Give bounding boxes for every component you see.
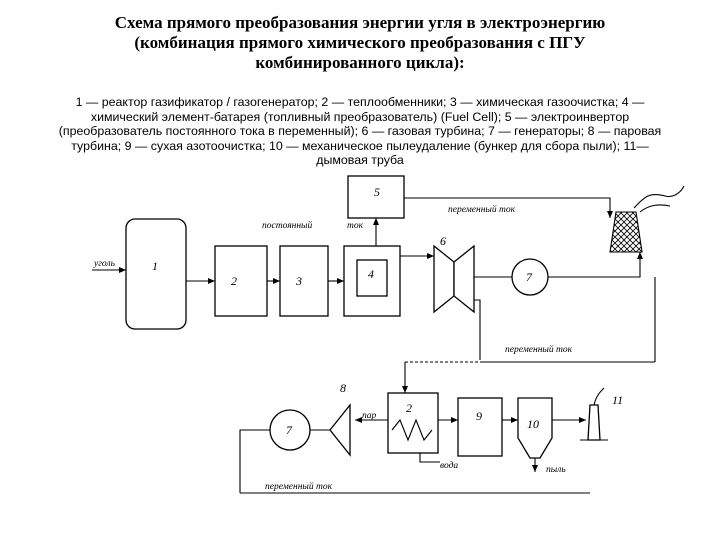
block-2-boiler — [387, 392, 439, 454]
caption-line-1: 1 — реактор газификатор / газогенератор;… — [75, 95, 645, 109]
block-5-number: 5 — [374, 185, 380, 199]
block-9-nitrogen-cleaning — [457, 397, 503, 457]
legend-caption: 1 — реактор газификатор / газогенератор;… — [0, 95, 720, 168]
title-line-2: (комбинация прямого химического преобраз… — [134, 33, 586, 52]
block-8-number: 8 — [340, 381, 346, 395]
exhaust-line-turbine — [474, 299, 481, 360]
dc-current-label-2: ток — [347, 221, 364, 231]
boiler-coil-icon — [391, 418, 433, 442]
block-7-number-bottom: 7 — [286, 423, 293, 437]
chimney-tower-top — [609, 211, 643, 253]
caption-line-2: химический элемент-батарея (топливный пр… — [90, 109, 630, 124]
ac-current-mid-label: переменный ток — [505, 344, 573, 355]
title-line-3: комбинированного цикла): — [255, 53, 465, 72]
ac-current-bottom-label: переменный ток — [265, 481, 333, 492]
title-line-1: Схема прямого преобразования энергии угл… — [114, 13, 606, 32]
block-11-chimney — [587, 404, 601, 441]
block-10-number: 10 — [527, 417, 539, 431]
ac-line-generator-top — [548, 252, 643, 278]
block-10-dust-bunker — [517, 397, 553, 459]
block-5-inverter — [347, 175, 405, 219]
block-11-number: 11 — [612, 393, 623, 407]
caption-line-3: (преобразователь постоянного тока в пере… — [58, 124, 662, 138]
block-3-number: 3 — [295, 274, 302, 288]
ac-current-top-label: переменный ток — [448, 204, 516, 215]
caption-line-4: турбина; 9 — сухая азотоочистка; 10 — ме… — [71, 138, 649, 153]
ac-line-inverter-to-stack — [404, 197, 613, 218]
coal-label: уголь — [93, 259, 116, 269]
dc-current-label: постоянный — [262, 220, 312, 231]
block-2-number: 2 — [231, 274, 237, 288]
block-1-gasifier — [125, 218, 187, 330]
diagram-title: Схема прямого преобразования энергии угл… — [0, 13, 720, 73]
block-6-turbine-left — [433, 244, 455, 314]
block-1-number: 1 — [152, 259, 158, 273]
water-input-line — [419, 453, 440, 463]
steam-label: пар — [362, 411, 377, 421]
fuel-cell-inner-element — [356, 259, 388, 297]
block-6-turbine-right — [453, 244, 475, 314]
ac-line-gen-bottom — [239, 429, 270, 493]
block-3-gas-cleaning — [279, 245, 329, 317]
block-6-number: 6 — [440, 234, 446, 248]
caption-line-5: дымовая труба — [316, 153, 404, 167]
block-2-heat-exchanger — [214, 245, 268, 317]
block-8-steam-turbine — [329, 403, 351, 457]
block-7-number-top: 7 — [526, 270, 533, 284]
smoke-top-2-icon — [639, 204, 671, 213]
block-2b-number: 2 — [406, 401, 412, 415]
block-9-number: 9 — [476, 409, 482, 423]
chimney-smoke-icon — [593, 387, 605, 406]
smoke-top-icon — [633, 185, 685, 209]
block-4-number: 4 — [368, 267, 374, 281]
dust-label: пыль — [546, 465, 566, 475]
water-label: вода — [440, 460, 458, 471]
